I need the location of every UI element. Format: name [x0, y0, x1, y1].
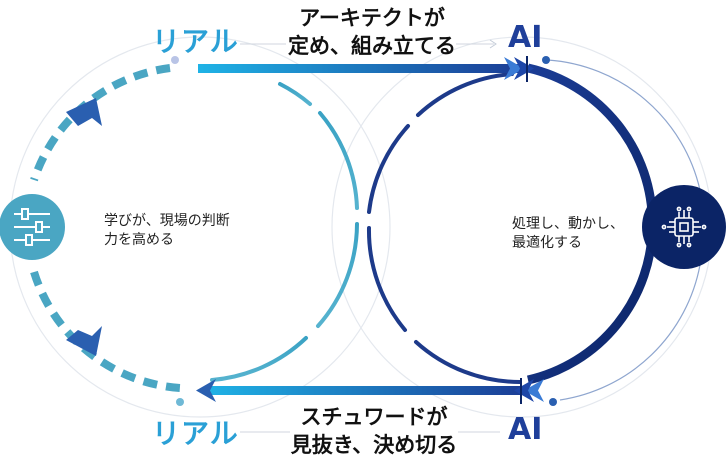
right-loop-line1: 処理し、動かし、 [512, 216, 624, 232]
bottom-arrow-bar [206, 386, 526, 395]
top-arrow-head-icon [504, 57, 534, 80]
top-arrow-bar [198, 64, 520, 73]
left-lower-chevron-icon [66, 326, 102, 356]
bottom-caption-line1: スチュワードが [300, 405, 448, 429]
chip-icon [661, 206, 707, 248]
top-right-ai-label: AI [508, 20, 543, 55]
bottom-left-dot [176, 398, 184, 406]
left-upper-chevron-icon [66, 98, 102, 126]
sliders-icon [14, 208, 50, 246]
bottom-arrow-head-left-icon [196, 379, 216, 402]
bottom-right-dot [549, 398, 557, 406]
right-thin-blue-arc [547, 59, 701, 191]
bottom-arrow-head-right-icon [514, 379, 544, 402]
bottom-arrow-caption: スチュワードが 見抜き、決め切る [290, 403, 458, 459]
right-thin-blue-arc-bottom [559, 264, 701, 401]
top-arrow-caption: アーキテクトが 定め、組み立てる [288, 4, 456, 60]
top-left-real-label: リアル [152, 25, 239, 58]
left-dashed-arc-bottom [30, 270, 181, 392]
left-loop-line1: 学びが、現場の判断 [104, 213, 230, 229]
top-caption-line1: アーキテクトが [299, 6, 445, 30]
left-loop-text: 学びが、現場の判断 力を高める [104, 212, 230, 250]
left-dashed-arc [30, 64, 171, 182]
bottom-left-real-label: リアル [152, 417, 239, 450]
bottom-caption-line2: 見抜き、決め切る [290, 433, 458, 457]
left-loop-line2: 力を高める [104, 232, 174, 248]
left-loop-arcs [210, 82, 359, 382]
top-connector-arrow-icon [489, 39, 497, 49]
top-left-dot [171, 56, 179, 64]
left-sliders-badge [0, 194, 65, 260]
top-caption-line2: 定め、組み立てる [288, 34, 456, 58]
right-loop-line2: 最適化する [512, 235, 582, 251]
top-right-dot [542, 56, 550, 64]
right-chip-badge [642, 185, 726, 269]
bottom-right-ai-label: AI [508, 412, 543, 447]
right-loop-text: 処理し、動かし、 最適化する [512, 215, 624, 253]
right-loop-arcs [366, 72, 522, 385]
